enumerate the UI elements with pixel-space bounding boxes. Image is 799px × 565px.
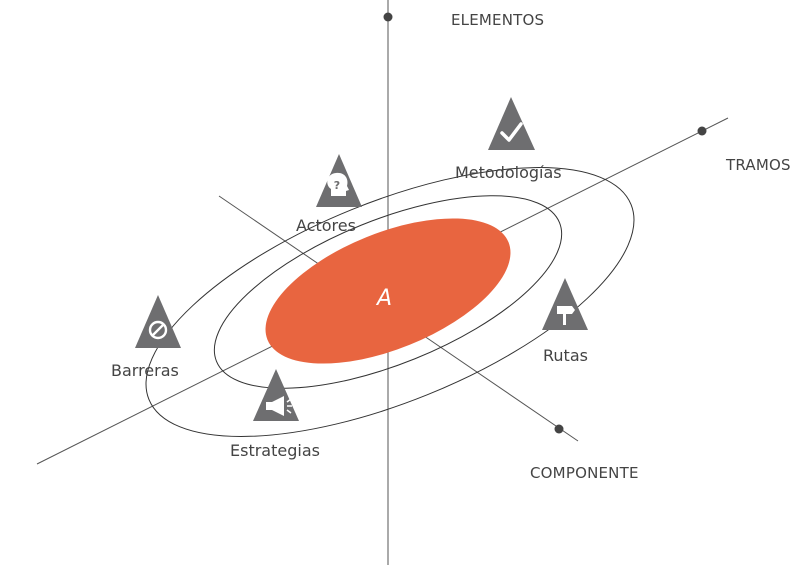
vertical-axis-dot (383, 12, 393, 22)
prohibited-icon (135, 295, 181, 348)
componente-axis-label: COMPONENTE (530, 464, 639, 482)
node-label-barreras: Barreras (111, 361, 179, 380)
inner-orbit-ring (213, 195, 563, 389)
depth-axis-dot (554, 424, 564, 434)
checkmark-icon (488, 97, 535, 150)
signpost-icon (542, 278, 588, 330)
head-question-icon: ? (316, 154, 362, 207)
elementos-axis-label: ELEMENTOS (451, 11, 545, 29)
center-ellipse (265, 218, 511, 364)
tramos-axis-label: TRAMOS (726, 156, 791, 174)
diagonal-axis-dot (697, 126, 707, 136)
megaphone-icon (253, 369, 299, 421)
svg-text:?: ? (334, 179, 340, 192)
node-label-estrategias: Estrategias (230, 441, 320, 460)
node-label-rutas: Rutas (543, 346, 588, 365)
center-letter: A (377, 286, 393, 311)
node-label-actores: Actores (296, 216, 356, 235)
outer-orbit-ring (145, 167, 635, 437)
node-label-metodologias: Metodologías (455, 163, 562, 182)
